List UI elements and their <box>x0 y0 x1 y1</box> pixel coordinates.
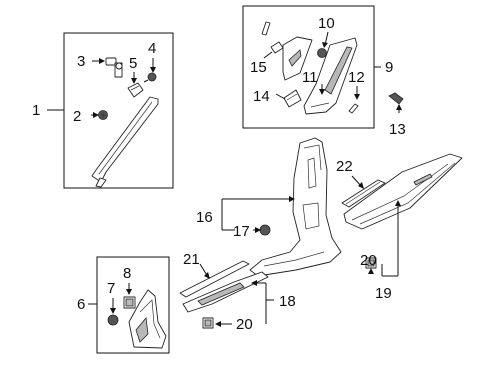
screw-4 <box>143 72 157 83</box>
callout-21: 21 <box>183 251 200 268</box>
callout-22: 22 <box>336 158 353 175</box>
arrow-12 <box>354 94 360 100</box>
arrow-19 <box>395 200 401 206</box>
callout-2: 2 <box>73 108 81 125</box>
screw-2 <box>98 110 108 120</box>
scuff-strip-21 <box>179 260 250 298</box>
arrow-10 <box>322 42 328 48</box>
screw-17 <box>259 224 271 236</box>
clip-5 <box>127 82 144 98</box>
center-pillar-lower-trim <box>249 137 342 277</box>
arrow-13 <box>396 104 402 110</box>
callout-7: 7 <box>107 280 115 297</box>
arrow-18 <box>251 280 257 286</box>
scuff-plate-22 <box>341 179 386 208</box>
callout-3: 3 <box>77 53 85 70</box>
clip-3 <box>105 57 123 78</box>
callout-9: 9 <box>385 59 393 76</box>
group-box-6 <box>96 256 170 354</box>
trim-panel-right <box>303 37 358 115</box>
arrow-22 <box>358 182 364 189</box>
arrow-4 <box>150 67 156 73</box>
arrow-8 <box>126 289 132 295</box>
callout-16: 16 <box>196 209 213 226</box>
clip-14 <box>283 89 302 108</box>
arrow-21 <box>204 272 210 279</box>
a-pillar-trim <box>91 96 159 188</box>
trim-panel-left <box>282 36 313 81</box>
callout-12: 12 <box>348 69 365 86</box>
arrow-3 <box>99 58 105 64</box>
callout-15: 15 <box>250 59 267 76</box>
callout-8: 8 <box>123 265 131 282</box>
arrow-16a <box>289 196 295 202</box>
callout-10: 10 <box>318 15 335 32</box>
leader-15 <box>263 51 273 59</box>
arrow-7 <box>110 308 116 314</box>
clip-15 <box>270 41 284 54</box>
callout-18: 18 <box>279 293 296 310</box>
callout-13: 13 <box>389 121 406 138</box>
callout-1: 1 <box>32 102 40 119</box>
callout-19: 19 <box>375 285 392 302</box>
callout-17: 17 <box>233 223 250 240</box>
arrow-2 <box>93 112 99 118</box>
callout-20-right: 20 <box>360 252 377 269</box>
screw-10 <box>317 48 327 58</box>
arrow-20-lower <box>215 321 221 327</box>
arrow-5 <box>131 78 137 84</box>
small-pad-top <box>261 21 271 36</box>
lower-trim-panel <box>128 289 167 349</box>
clip-8 <box>123 296 136 309</box>
small-pad-12 <box>348 103 359 114</box>
callout-20-lower: 20 <box>236 316 253 333</box>
clip-20-lower <box>202 317 214 329</box>
scuff-plate-19 <box>343 153 463 230</box>
callout-6: 6 <box>77 296 85 313</box>
arrow-20-right <box>368 268 374 274</box>
callout-11: 11 <box>302 69 318 86</box>
leader-14 <box>275 93 286 100</box>
arrow-17 <box>255 227 261 233</box>
screw-7 <box>107 314 119 326</box>
callout-5: 5 <box>129 55 137 72</box>
callout-14: 14 <box>253 88 270 105</box>
callout-4: 4 <box>148 40 156 57</box>
screw-13 <box>388 92 404 105</box>
arrow-11 <box>319 89 325 95</box>
scuff-plate-18 <box>182 271 269 313</box>
